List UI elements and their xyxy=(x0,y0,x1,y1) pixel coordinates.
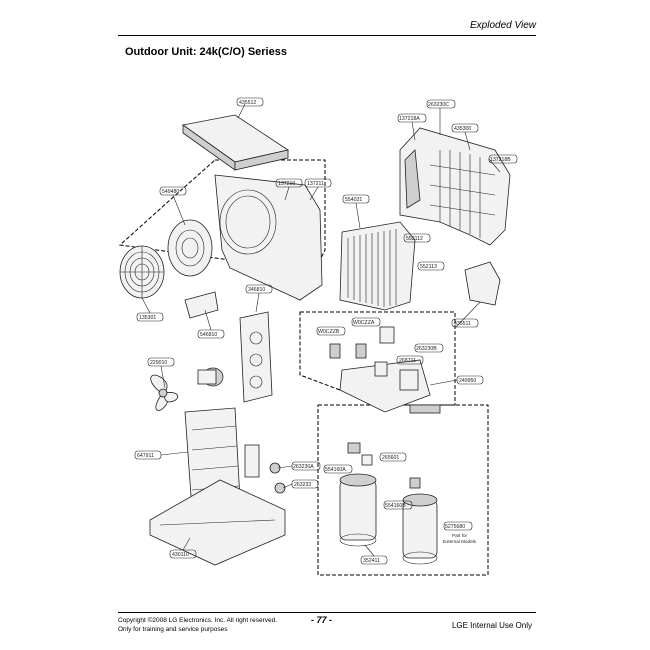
top-cover-part xyxy=(182,114,290,171)
part-label-263230a: 263230A xyxy=(291,461,321,471)
side-cover-part xyxy=(464,261,501,306)
section-title: Outdoor Unit: 24k(C/O) Seriess xyxy=(125,46,287,58)
service-valve-part xyxy=(244,444,286,494)
part-label-435511: 435511 xyxy=(451,318,479,328)
svg-text:263230B: 263230B xyxy=(416,346,437,352)
svg-text:554031: 554031 xyxy=(345,197,362,203)
part-label-647911: 647911 xyxy=(134,450,162,460)
part-label-263230c: 263230C xyxy=(426,99,456,109)
part-label-554031: 554031 xyxy=(342,194,370,204)
svg-text:546810: 546810 xyxy=(200,332,217,338)
svg-text:554160B: 554160B xyxy=(385,503,406,509)
part-label-263233: 263233 xyxy=(291,479,319,489)
svg-text:435512: 435512 xyxy=(239,100,256,106)
internal-use-notice: LGE Internal Use Only xyxy=(451,621,532,630)
fan-grille-part xyxy=(119,245,165,299)
svg-text:137210: 137210 xyxy=(278,181,295,187)
svg-text:265601: 265601 xyxy=(382,455,399,461)
base-pan-part xyxy=(149,479,286,566)
part-label-435300: 435300 xyxy=(451,123,479,133)
svg-text:352411: 352411 xyxy=(363,558,380,564)
page-number: - 77 - xyxy=(311,615,333,625)
control-box-part xyxy=(329,326,441,414)
condenser-coil-part xyxy=(339,221,416,311)
part-label-137218b: 137218B xyxy=(488,154,518,164)
svg-text:137218A: 137218A xyxy=(399,116,420,122)
svg-text:137211: 137211 xyxy=(307,181,324,187)
part-label-229010: 229010 xyxy=(147,357,175,367)
svg-text:552112: 552112 xyxy=(406,236,423,242)
header-rule xyxy=(118,35,536,36)
part-label-137211: 137211 xyxy=(304,178,332,188)
part-label-w0czzb: W0CZZB xyxy=(316,326,346,336)
svg-text:263230C: 263230C xyxy=(428,102,449,108)
bracket-part xyxy=(184,291,219,319)
svg-text:137218B: 137218B xyxy=(490,157,511,163)
svg-text:W0CZZB: W0CZZB xyxy=(318,329,340,335)
part-label-346810: 346810 xyxy=(245,284,273,294)
part-label-435512: 435512 xyxy=(236,97,264,107)
front-panel-part xyxy=(214,174,323,301)
svg-text:W0CZZA: W0CZZA xyxy=(353,320,375,326)
copyright-line-1: Copyright ©2008 LG Electronics. Inc. All… xyxy=(118,617,278,624)
svg-text:135301: 135301 xyxy=(139,315,156,321)
part-label-552112: 552112 xyxy=(403,233,431,243)
part-label-554160a: 554160A xyxy=(323,464,353,474)
header-title: Exploded View xyxy=(470,20,536,31)
svg-text:229010: 229010 xyxy=(150,360,167,366)
part-label-554160b: 554160B xyxy=(383,500,413,510)
svg-text:249950: 249950 xyxy=(459,378,476,384)
part-label-552113: 552113 xyxy=(417,261,445,271)
svg-text:554160A: 554160A xyxy=(325,467,346,473)
part-label-5275680: 5275680 xyxy=(443,521,473,531)
svg-text:435511: 435511 xyxy=(454,321,471,327)
motor-mount-part xyxy=(239,311,273,403)
part-label-137218a: 137218A xyxy=(397,113,427,123)
svg-text:346810: 346810 xyxy=(248,287,265,293)
svg-text:263233: 263233 xyxy=(294,482,311,488)
svg-text:435300: 435300 xyxy=(454,126,471,132)
svg-text:647911: 647911 xyxy=(137,453,154,459)
part-note-line-2: External Models xyxy=(443,539,477,544)
part-note-line-1: Part for xyxy=(452,533,468,538)
svg-text:5275680: 5275680 xyxy=(445,524,465,530)
propeller-fan-part xyxy=(150,374,179,411)
fan-orifice-part xyxy=(167,219,213,277)
copyright-line-2: Only for training and service purposes xyxy=(118,626,228,633)
svg-text:430110: 430110 xyxy=(172,552,189,558)
rear-panel-part xyxy=(399,127,511,246)
part-label-249950: 249950 xyxy=(456,375,484,385)
part-label-263230b: 263230B xyxy=(414,343,444,353)
svg-text:549480: 549480 xyxy=(162,189,179,195)
part-label-268711: 268711 xyxy=(396,355,424,365)
footer-rule xyxy=(118,612,536,613)
part-label-352411: 352411 xyxy=(360,555,388,565)
fan-motor-part xyxy=(197,367,224,387)
part-label-135301: 135301 xyxy=(136,312,164,322)
part-label-w0czza: W0CZZA xyxy=(351,317,381,327)
svg-text:552113: 552113 xyxy=(420,264,437,270)
part-label-546810: 546810 xyxy=(197,329,225,339)
compressor-1-part xyxy=(339,442,377,547)
footer-copyright: Copyright ©2008 LG Electronics. Inc. All… xyxy=(118,616,277,634)
part-label-549480: 549480 xyxy=(159,186,187,196)
svg-text:263230A: 263230A xyxy=(293,464,314,470)
part-label-265601: 265601 xyxy=(379,452,407,462)
svg-text:268711: 268711 xyxy=(399,358,416,364)
compressor-2-part xyxy=(402,477,438,565)
